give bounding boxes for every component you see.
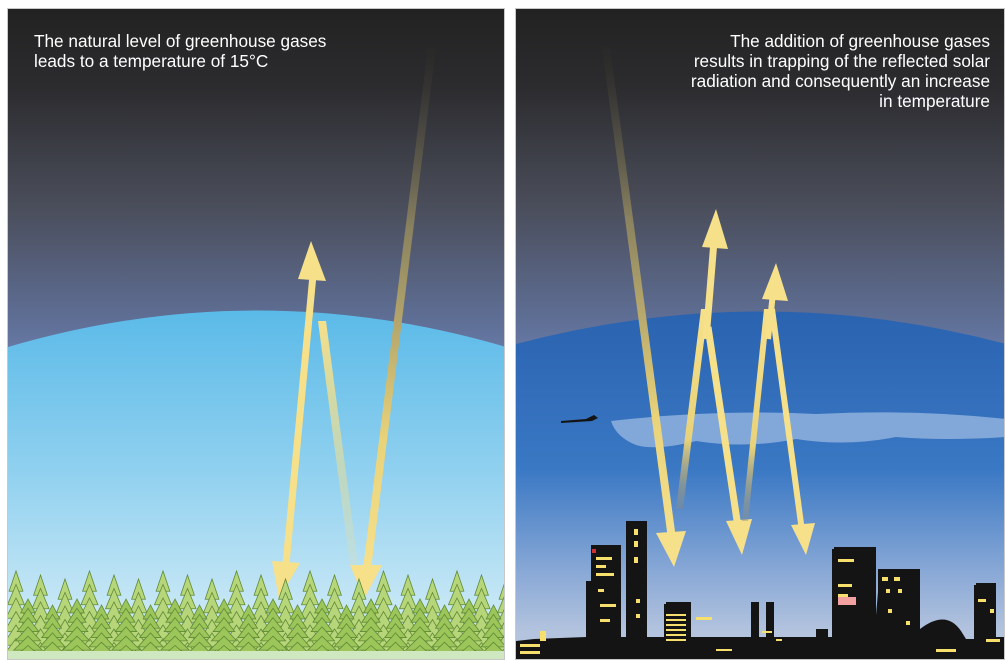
lit-window: [634, 541, 638, 547]
lit-window: [666, 614, 686, 616]
lit-window: [596, 565, 606, 568]
tower-building: [974, 585, 996, 645]
lit-window: [906, 621, 910, 625]
caption-line-3: radiation and consequently an increase: [620, 71, 990, 91]
lit-window: [776, 639, 782, 641]
added-gases-caption: The addition of greenhouse gases results…: [620, 31, 990, 111]
pink-sign: [838, 597, 856, 605]
antenna-light: [592, 549, 596, 553]
lit-window: [838, 594, 848, 597]
lit-window: [666, 639, 686, 641]
caption-line-4: in temperature: [620, 91, 990, 111]
caption-line-1: The natural level of greenhouse gases: [34, 31, 414, 51]
lit-window: [886, 589, 890, 593]
caption-line-1: The addition of greenhouse gases: [620, 31, 990, 51]
lit-window: [596, 557, 612, 560]
lit-window: [600, 604, 616, 607]
lit-window: [596, 573, 614, 576]
lit-window: [986, 639, 1000, 642]
lit-window: [898, 589, 902, 593]
lit-window: [520, 651, 540, 654]
lit-window: [696, 617, 712, 620]
lit-window: [888, 609, 892, 613]
lit-window: [520, 644, 540, 647]
lit-window: [600, 619, 610, 622]
natural-level-caption: The natural level of greenhouse gases le…: [34, 31, 414, 71]
lit-window: [634, 557, 638, 563]
caption-line-2: results in trapping of the reflected sol…: [620, 51, 990, 71]
lit-window: [838, 559, 854, 562]
tall-tower: [630, 521, 647, 637]
caption-line-2: leads to a temperature of 15°C: [34, 51, 414, 71]
lit-window: [838, 584, 852, 587]
lit-window: [990, 609, 994, 613]
lit-window: [882, 577, 888, 581]
enhanced-greenhouse-panel: The addition of greenhouse gases results…: [515, 8, 1005, 660]
lit-window: [666, 619, 686, 621]
lit-window: [936, 649, 956, 652]
lit-window: [666, 629, 686, 631]
lit-window: [598, 589, 604, 592]
lit-window: [634, 529, 638, 535]
lit-window: [636, 614, 640, 618]
lit-window: [636, 599, 640, 603]
natural-greenhouse-panel: The natural level of greenhouse gases le…: [7, 8, 505, 660]
lit-window: [762, 631, 772, 633]
lit-window: [894, 577, 900, 581]
lit-window: [666, 634, 686, 636]
lit-window: [978, 599, 986, 602]
lit-window: [716, 649, 732, 651]
natural-greenhouse-illustration: [8, 9, 505, 660]
lit-window: [666, 624, 686, 626]
lit-window: [540, 631, 546, 641]
